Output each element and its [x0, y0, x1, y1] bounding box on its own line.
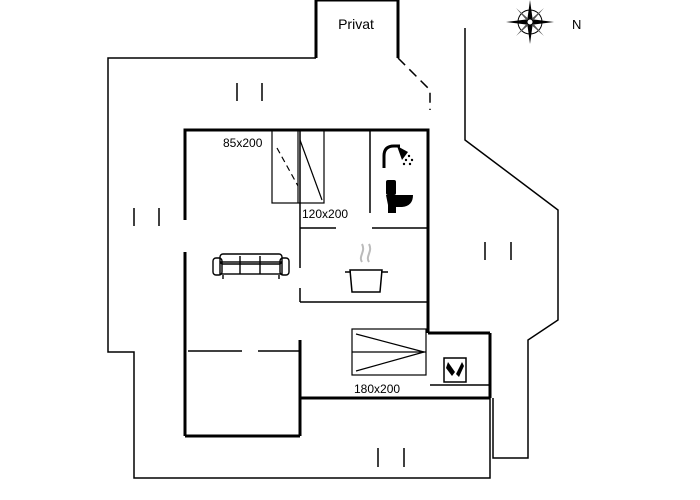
bed-size-label-120x200: 120x200 — [302, 207, 348, 221]
sofa-icon — [212, 253, 290, 279]
private-area-label: Privat — [338, 16, 374, 32]
bed-size-label-85x200: 85x200 — [223, 136, 263, 150]
compass-rose-icon — [506, 0, 554, 44]
cooking-pot-icon — [345, 243, 388, 293]
private-annex: Privat — [314, 0, 400, 58]
terrace-outline — [107, 28, 559, 479]
compass-north-label: N — [572, 17, 581, 32]
bed-85x200 — [271, 129, 325, 204]
shower-icon — [382, 144, 414, 168]
bed-size-label-180x200: 180x200 — [354, 382, 400, 396]
interior-walls — [188, 130, 490, 386]
bed-180x200 — [351, 328, 427, 376]
wall-tick-marks — [133, 83, 512, 467]
washing-machine-icon — [443, 357, 467, 383]
toilet-icon — [386, 180, 413, 213]
house-walls — [183, 128, 492, 438]
